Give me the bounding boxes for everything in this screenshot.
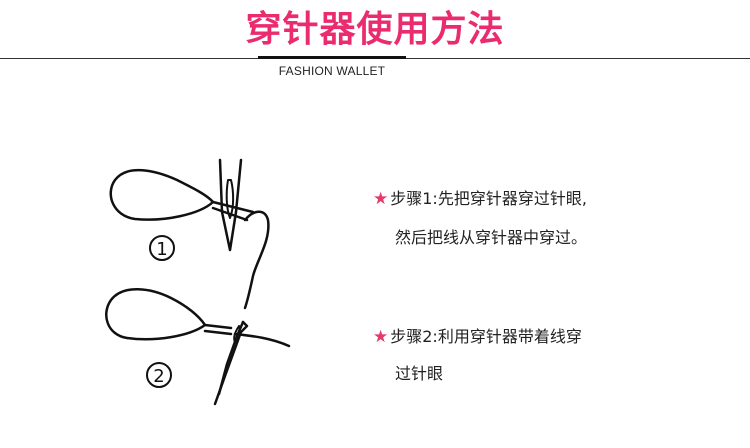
star-icon: ★ [373,189,389,209]
thread-1 [243,210,270,310]
needle-eye-2 [233,325,241,343]
threader-handle-2 [105,288,207,341]
page-title: 穿针器使用方法 [245,9,505,50]
star-icon: ★ [373,327,389,347]
badge-1-circle [149,235,175,261]
threader-handle-1 [109,168,215,221]
badge-2-label: 2 [153,366,164,387]
step2-line2: 过针眼 [395,364,444,383]
step1-illustration: 1 [109,158,270,310]
threader-wire-2a [203,323,233,330]
threader-wire-1b [211,206,249,222]
header-divider-accent [258,56,406,59]
badge-1-label: 1 [156,239,167,260]
badge-2-circle [146,362,172,388]
step2-illustration: 2 [105,288,291,406]
step1-line2: 然后把线从穿针器中穿过。 [395,228,588,247]
step1-line1: ★步骤1:先把穿针器穿过针眼, [373,189,587,209]
needle-eye-1 [225,179,235,219]
threader-wire-2b [203,329,233,336]
thread-2 [233,332,291,348]
threader-diagram: 1 2 [105,158,291,406]
needle-1 [218,158,243,252]
step2-line1: ★步骤2:利用穿针器带着线穿 [373,327,582,347]
brand-subtitle: FASHION WALLET [278,64,386,78]
